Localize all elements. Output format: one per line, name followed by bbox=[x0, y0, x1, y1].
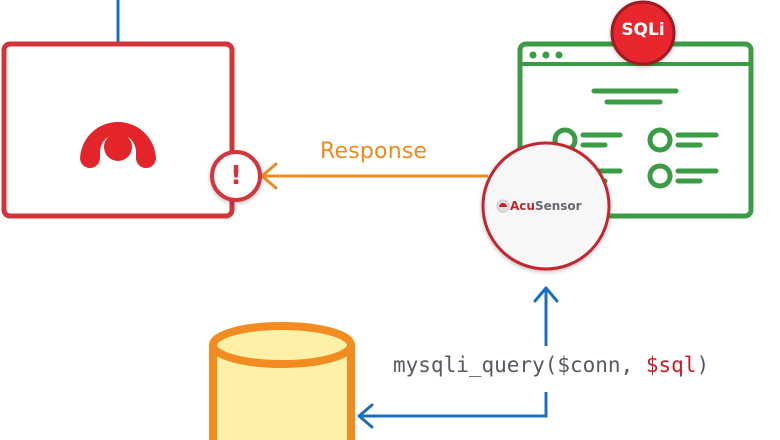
code-call: mysqli_query($conn, bbox=[393, 353, 646, 377]
code-sql-arg: $sql bbox=[645, 353, 697, 377]
exclamation-icon: ! bbox=[230, 161, 242, 191]
alert-badge bbox=[210, 150, 262, 202]
code-close: ) bbox=[696, 353, 710, 377]
acusensor-brand-prefix: Acu bbox=[510, 199, 535, 213]
database-cylinder-icon bbox=[209, 322, 355, 440]
form-field-item bbox=[647, 127, 719, 153]
scanner-box bbox=[1, 41, 235, 219]
acusensor-logo-icon bbox=[496, 199, 510, 213]
sqli-badge bbox=[610, 0, 676, 66]
query-code-label: mysqli_query($conn, $sql) bbox=[393, 353, 709, 377]
acunetix-logo-icon bbox=[80, 122, 156, 168]
response-arrow bbox=[260, 162, 488, 190]
sqli-badge-label: SQLi bbox=[621, 20, 665, 40]
query-arrow bbox=[357, 286, 559, 429]
acusensor-brand-suffix: Sensor bbox=[534, 199, 582, 213]
acusensor-brand: AcuSensor bbox=[510, 199, 582, 213]
acusensor-node bbox=[481, 141, 611, 271]
form-field-item bbox=[647, 163, 719, 189]
page-heading-lines bbox=[591, 88, 679, 105]
response-label: Response bbox=[320, 139, 428, 164]
window-dots-icon bbox=[529, 51, 563, 59]
